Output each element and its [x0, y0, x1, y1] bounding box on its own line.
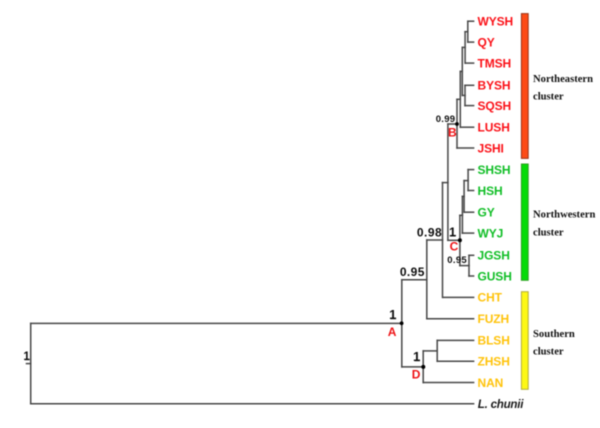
- svg-text:cluster: cluster: [533, 92, 564, 103]
- svg-text:D: D: [412, 368, 421, 382]
- svg-text:SQSH: SQSH: [478, 99, 512, 113]
- svg-text:1: 1: [389, 307, 396, 322]
- svg-text:BYSH: BYSH: [478, 79, 511, 93]
- svg-text:QY: QY: [478, 35, 495, 49]
- svg-text:HSH: HSH: [478, 184, 503, 198]
- svg-text:A: A: [388, 325, 397, 339]
- svg-text:NAN: NAN: [478, 376, 504, 390]
- svg-text:JSHI: JSHI: [478, 141, 504, 155]
- svg-text:SHSH: SHSH: [478, 163, 511, 177]
- svg-text:Northwestern: Northwestern: [533, 210, 595, 221]
- svg-text:BLSH: BLSH: [478, 334, 510, 348]
- svg-text:cluster: cluster: [533, 227, 564, 238]
- svg-text:0.99: 0.99: [436, 114, 456, 125]
- svg-text:1: 1: [23, 351, 30, 363]
- svg-text:CHT: CHT: [478, 291, 503, 305]
- svg-text:1: 1: [413, 349, 420, 364]
- svg-text:GY: GY: [478, 206, 495, 220]
- svg-text:cluster: cluster: [533, 346, 564, 357]
- svg-text:0.95: 0.95: [447, 255, 467, 266]
- svg-text:LUSH: LUSH: [478, 121, 510, 135]
- svg-text:B: B: [448, 126, 457, 140]
- svg-text:1: 1: [449, 225, 456, 239]
- svg-text:C: C: [450, 239, 459, 253]
- svg-text:TMSH: TMSH: [478, 56, 512, 70]
- svg-text:Northeastern: Northeastern: [533, 74, 593, 85]
- svg-text:GUSH: GUSH: [478, 269, 512, 283]
- svg-text:0.98: 0.98: [417, 226, 442, 240]
- svg-text:0.95: 0.95: [400, 265, 425, 279]
- svg-text:L. chunii: L. chunii: [478, 398, 524, 411]
- svg-text:WYSH: WYSH: [478, 15, 514, 29]
- svg-text:JGSH: JGSH: [478, 249, 510, 263]
- svg-text:WYJ: WYJ: [478, 226, 504, 240]
- svg-text:ZHSH: ZHSH: [478, 355, 510, 369]
- svg-text:FUZH: FUZH: [478, 312, 510, 326]
- svg-text:Southern: Southern: [533, 329, 575, 340]
